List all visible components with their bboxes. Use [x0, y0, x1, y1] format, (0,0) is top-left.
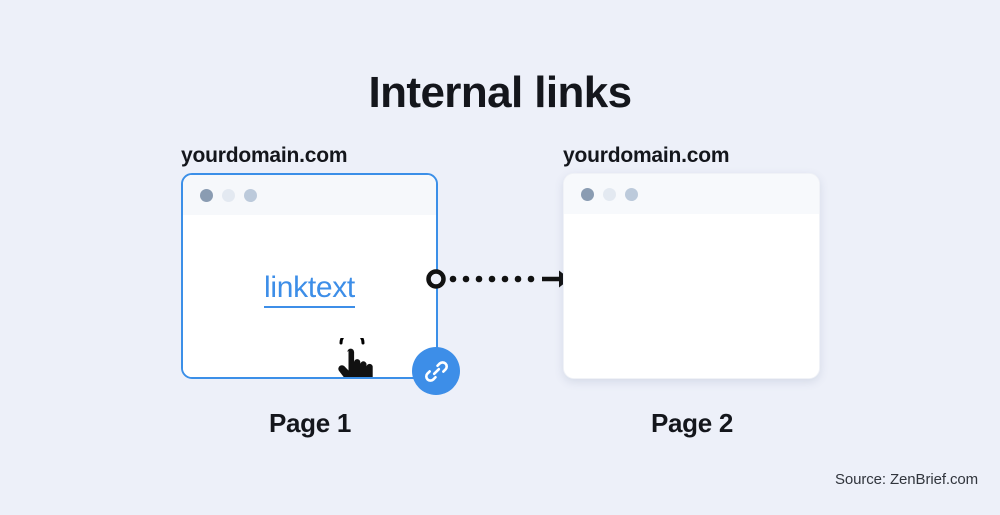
linktext-link[interactable]: linktext: [183, 271, 436, 308]
pointing-hand-cursor-icon: [334, 330, 376, 377]
page-label-2: Page 2: [650, 408, 734, 438]
browser-window-page-2: [563, 173, 820, 379]
page-title: Internal links: [368, 68, 632, 117]
browser-titlebar-page-2: [564, 174, 819, 214]
browser-titlebar-page-1: [183, 175, 436, 215]
window-dot-2: [222, 188, 235, 202]
window-dot-2: [603, 187, 616, 201]
window-dot-1: [581, 187, 594, 201]
window-dot-1: [200, 188, 213, 202]
browser-content-page-1: linktext: [183, 215, 436, 377]
linktext-label: linktext: [264, 271, 355, 308]
domain-label-page-2: yourdomain.com: [563, 144, 730, 167]
window-dot-3: [244, 188, 257, 202]
window-dot-3: [625, 187, 638, 201]
browser-content-page-2: [564, 214, 819, 378]
page-label-1: Page 1: [268, 408, 352, 438]
dotted-arrow-icon: [425, 262, 575, 296]
source-attribution: Source: ZenBrief.com: [834, 471, 978, 488]
browser-window-page-1: linktext: [181, 173, 438, 379]
link-chain-icon: [412, 347, 460, 395]
domain-label-page-1: yourdomain.com: [181, 144, 348, 167]
